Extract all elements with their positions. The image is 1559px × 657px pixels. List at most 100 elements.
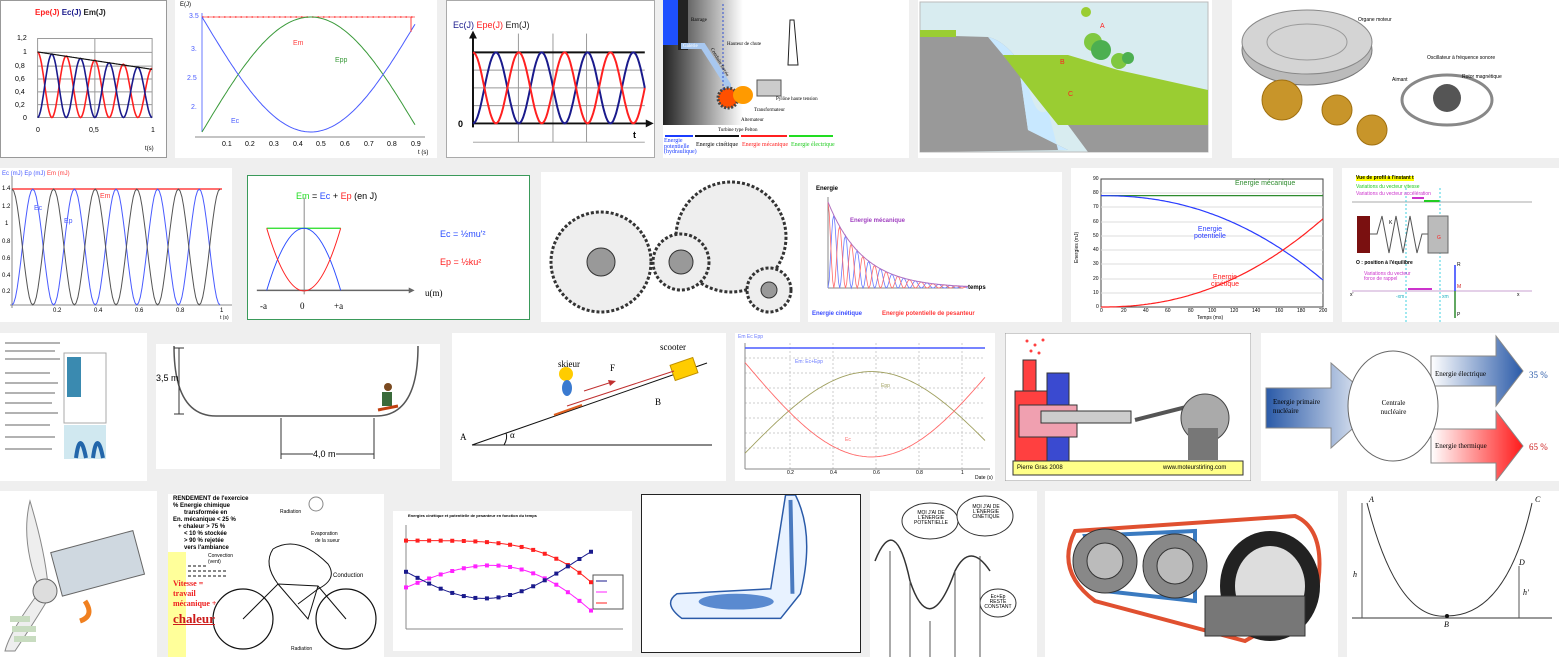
result-thumb-wind-turbine-cutaway[interactable] [0,491,157,657]
band-electrique: Energie électrique [791,142,835,148]
label-cinetique: Energie cinétique [1210,274,1240,288]
diagram-canvas [256,197,415,295]
ep-formula: Ep = ½ku² [440,257,482,267]
data-marker [450,538,455,543]
result-thumb-hydro-dam-diagram[interactable]: Barrage Galerie Conduite forcée Hauteur … [663,0,909,158]
x-tick: +a [334,301,344,311]
dam-illustration [663,0,833,137]
data-marker [565,564,570,569]
x-tick: 1 [151,127,155,134]
result-thumb-nuclear-energy-flow[interactable]: Energie primaire nucléaire Centrale nucl… [1261,333,1559,481]
speech-bubble-potentielle: MOI J'AI DE L'ÉNERGIE POTENTIELLE [914,510,948,526]
data-marker [519,589,524,594]
data-marker [473,539,478,544]
label-mecanique: Energie mécanique [1235,180,1296,187]
skieur-label: skieur [558,359,580,369]
electric-label: Energie électrique [1435,370,1486,378]
x-axis-label: t [633,130,636,140]
chart-canvas [469,30,654,143]
data-marker [496,541,501,546]
data-marker [542,578,547,583]
result-thumb-pendulum-path[interactable]: A C h h' D B [1347,491,1559,657]
data-marker [427,576,432,581]
ec-label: Ec [34,205,43,212]
result-thumb-stirling-engine[interactable]: Pierre Gras 2008 www.moteurstirling.com [1005,333,1251,481]
data-marker [473,595,478,600]
gears-illustration [549,180,793,314]
mark-xm: xm [1442,294,1449,300]
center-label: Centrale nucléaire [1380,399,1407,417]
mark-x: x [1517,292,1520,298]
flow-diagram [1265,334,1524,481]
result-thumb-skier-scooter-incline[interactable]: skieur scooter F A B α [452,333,726,481]
website-credit: www.moteurstirling.com [1163,465,1227,471]
label-hauteur: Hauteur de chute [727,42,762,47]
result-thumb-cyclist-efficiency[interactable]: RENDEMENT de l'exercice % Energie chimiq… [168,494,384,657]
curve-em1 [37,51,153,70]
result-thumb-lego-belt-drive[interactable] [1045,491,1338,657]
wind-turbine-illustration [4,499,146,652]
comic-illustration [874,495,1017,657]
result-thumb-oscillation-energy-chart[interactable]: Ec(J) Epe(J) Em(J) 0 t [446,0,655,158]
equilibre-label: O : position à l'équilibre [1356,260,1413,266]
point-c: C [1068,91,1074,98]
result-thumb-spring-mass-vectors[interactable]: Vue de profil à l'instant t Variations d… [1342,168,1559,322]
legend-acceleration: Variations du vecteur accélération [1356,191,1431,197]
convection-label: Convection [208,553,234,559]
point-a: A [1100,23,1105,30]
data-marker [565,590,570,595]
data-marker [577,598,582,603]
landscape-illustration [919,1,1209,153]
point-a: A [460,432,467,442]
data-marker [450,590,455,595]
chart-title: Energies cinétique et potentielle de pes… [408,513,537,518]
result-thumb-damped-mechanical-energy[interactable]: Energie temps Energie mécanique Energie … [808,172,1062,322]
radiation-label: Radiation [280,509,302,515]
data-marker [531,547,536,552]
result-thumb-energy-time-chart[interactable]: Energies cinétique et potentielle de pes… [393,511,632,651]
data-marker [461,538,466,543]
data-marker [554,571,559,576]
data-marker [415,575,420,580]
result-thumb-rollercoaster-comic[interactable]: MOI J'AI DE L'ÉNERGIE POTENTIELLE MOI J'… [870,491,1037,657]
conduction-label: Conduction [333,573,364,579]
x-axis-label: t (s) [220,315,229,321]
data-marker [554,556,559,561]
chaleur-label: chaleur [173,611,215,626]
mark-p: P [1457,312,1461,318]
y-axis-label: Energie [816,186,839,192]
result-thumb-worksheet-document[interactable] [0,333,147,481]
data-marker [404,538,408,543]
data-marker [508,564,513,569]
mark-k: K [1389,220,1393,226]
result-thumb-waterfall-landscape[interactable]: A B C [918,0,1212,158]
ec-formula: Ec = ½mu'² [440,229,486,239]
data-marker [519,567,524,572]
point-b: B [655,397,662,407]
data-marker [415,538,420,543]
data-marker [519,544,524,549]
x-axis-label: t(s) [145,146,154,152]
result-thumb-halfpipe-skater[interactable]: 3,5 m 4,0 m [156,344,440,469]
height-h-prime: h' [1523,588,1529,597]
data-marker [554,582,559,587]
curve-r21 [406,540,592,583]
result-thumb-gears-drawing[interactable] [541,172,800,322]
ep-label: Ep [64,218,73,225]
data-marker [438,586,443,591]
point-d: D [1519,558,1525,567]
x-axis-label: t (s) [418,150,429,156]
x-tick: 0 [300,301,305,311]
result-thumb-spring-energy-diagram[interactable]: Em = Ec + Ep (en J) Ec = ½mu'² Ep = ½ku²… [247,175,530,320]
result-thumb-arm-muscle-drawing[interactable] [641,494,861,653]
data-marker [577,570,582,575]
chart-canvas [744,343,990,470]
x-tick: 0,5 [89,127,99,134]
result-thumb-clock-mechanism[interactable]: Organe moteur Oscillateur à fréquence so… [1232,0,1559,158]
curve-b21 [405,551,592,599]
